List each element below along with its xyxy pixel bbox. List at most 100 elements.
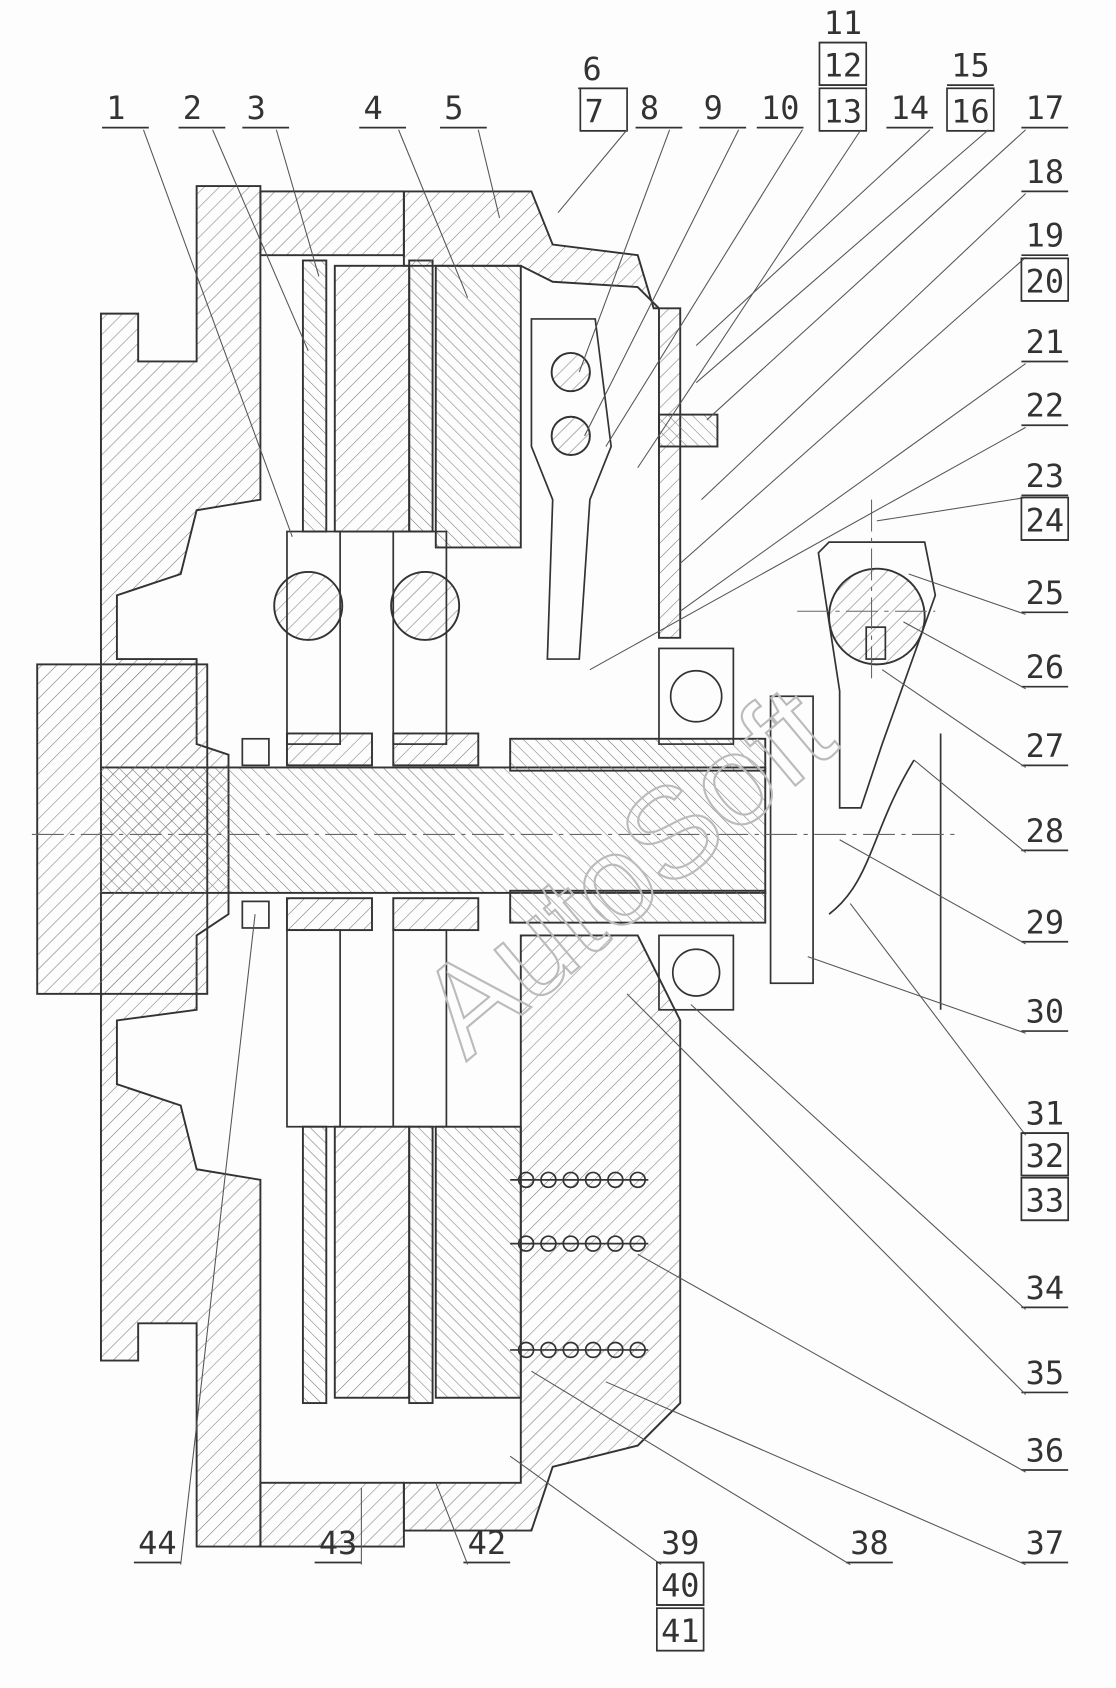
- callout-number: 11: [824, 4, 862, 42]
- callout-box: [1020, 496, 1070, 541]
- callout-44: 44: [133, 914, 256, 1565]
- spring-coil: [562, 1171, 580, 1189]
- leader-line: [679, 363, 1026, 612]
- leader-line: [701, 193, 1027, 501]
- callout-20: 20: [1020, 257, 1070, 302]
- callout-35: 35: [626, 993, 1069, 1395]
- callout-number: 38: [850, 1524, 888, 1562]
- leader-line: [212, 129, 309, 352]
- leader-line: [908, 573, 1026, 615]
- spring-coil: [540, 1171, 557, 1189]
- callout-number: 4: [363, 89, 382, 127]
- lever-pin-upper: [550, 352, 591, 393]
- callout-number: 43: [319, 1524, 357, 1562]
- leader-line: [690, 1004, 1027, 1310]
- leader-line: [398, 129, 469, 298]
- spring-coil: [562, 1235, 580, 1252]
- leader-line: [589, 426, 1026, 671]
- spring-coil: [607, 1341, 624, 1359]
- callout-number: 31: [1026, 1095, 1064, 1133]
- spring-coil: [584, 1235, 602, 1252]
- callout-43: 43: [314, 1488, 362, 1565]
- callout-10: 10: [605, 89, 804, 447]
- callout-number: 19: [1026, 217, 1064, 255]
- callout-number: 23: [1026, 457, 1064, 495]
- pressure-plate: [434, 264, 522, 549]
- callout-39: 39: [509, 1455, 704, 1566]
- callout-30: 30: [807, 956, 1069, 1034]
- leader-line: [584, 129, 740, 437]
- callout-number: 30: [1026, 993, 1064, 1031]
- callout-4: 4: [359, 89, 469, 298]
- leader-line: [435, 1482, 469, 1565]
- leader-line: [605, 129, 803, 447]
- leader-line: [477, 129, 501, 219]
- callout-5: 5: [440, 89, 501, 219]
- middle-plate-lower: [333, 1125, 411, 1399]
- callout-box: [1020, 1132, 1070, 1177]
- leader-line: [605, 1381, 1026, 1566]
- callout-number: 16: [951, 92, 989, 130]
- callout-number: 41: [661, 1612, 699, 1650]
- callout-14: 14: [695, 89, 934, 346]
- leader-line: [180, 914, 256, 1565]
- callout-number: 5: [444, 89, 463, 127]
- callout-number: 6: [582, 50, 601, 88]
- release-fork: [817, 541, 937, 809]
- callout-25: 25: [908, 573, 1069, 615]
- spring-coil: [540, 1341, 557, 1359]
- callout-11: 11: [819, 4, 867, 44]
- callout-box: [655, 1607, 705, 1652]
- callout-number: 35: [1026, 1354, 1064, 1392]
- callout-29: 29: [839, 839, 1069, 945]
- callout-number: 27: [1026, 727, 1064, 765]
- spring-coil: [584, 1341, 602, 1359]
- callout-number: 28: [1026, 812, 1064, 850]
- spring-coil: [584, 1171, 602, 1189]
- callout-number: 21: [1026, 323, 1064, 361]
- middle-plate: [333, 264, 411, 533]
- leader-line: [807, 956, 1026, 1034]
- callout-number: 20: [1026, 262, 1064, 300]
- spring-coil: [517, 1235, 535, 1252]
- leader-line: [876, 496, 1026, 522]
- callout-box: [946, 87, 995, 132]
- ring-flange-lower: [259, 1481, 405, 1548]
- callout-number: 12: [824, 47, 862, 85]
- leader-line: [275, 129, 320, 277]
- callout-number: 34: [1026, 1269, 1064, 1307]
- callout-26: 26: [903, 621, 1069, 690]
- leader-line: [637, 1253, 1026, 1473]
- leader-line: [881, 669, 1026, 768]
- fork-shaft: [828, 567, 926, 666]
- callout-19: 19: [679, 217, 1069, 564]
- callout-33: 33: [1020, 1176, 1070, 1222]
- ring-flange: [259, 190, 405, 257]
- callout-3: 3: [242, 89, 320, 277]
- callout-number: 14: [891, 89, 929, 127]
- callout-box: [818, 87, 868, 132]
- callout-34: 34: [690, 1004, 1069, 1310]
- friction-discs: [273, 259, 480, 1405]
- sleeve-lower: [509, 889, 767, 924]
- mechanism: [31, 185, 957, 1548]
- callout-box: [655, 1561, 705, 1606]
- callout-37: 37: [605, 1381, 1069, 1566]
- shaft-hub: [36, 663, 209, 995]
- callout-number: 29: [1026, 903, 1064, 941]
- callout-16: 16: [695, 87, 995, 384]
- spring-coil: [629, 1171, 647, 1189]
- callout-32: 32: [1020, 1132, 1070, 1177]
- bearing-ball-lower: [671, 948, 721, 997]
- leader-line: [695, 129, 989, 384]
- leader-line: [706, 129, 1027, 421]
- clutch-cover-lower: [402, 934, 682, 1532]
- callout-number: 13: [824, 92, 862, 130]
- key: [865, 626, 887, 660]
- callout-13: 13: [637, 87, 868, 469]
- callout-number: 26: [1026, 648, 1064, 686]
- callout-9: 9: [584, 89, 747, 437]
- callout-8: 8: [578, 89, 683, 373]
